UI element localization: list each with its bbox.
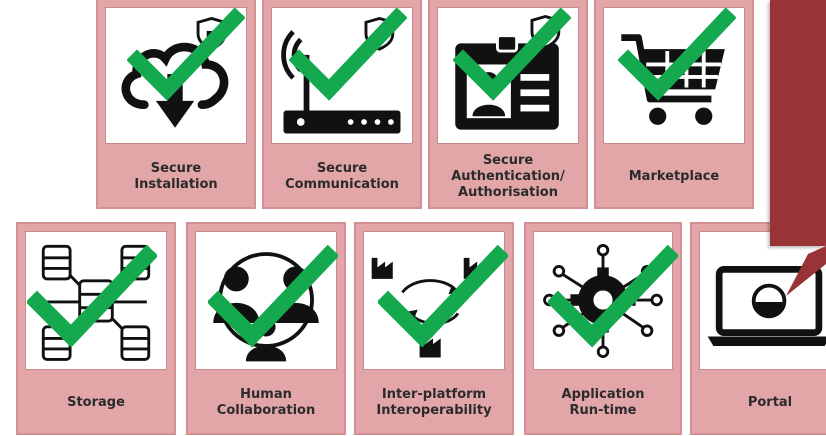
tile-label: Human Collaboration: [216, 387, 316, 418]
icon-box: [363, 231, 505, 370]
tile-secure-authentication: Secure Authentication/ Authorisation: [428, 0, 588, 209]
tile-secure-installation: Secure Installation: [96, 0, 256, 209]
icon-box: [533, 231, 673, 370]
tile-label: Secure Communication: [285, 161, 399, 192]
tile-application-runtime: Application Run-time: [524, 222, 682, 435]
tile-portal: Portal: [690, 222, 826, 435]
tile-marketplace: Marketplace: [594, 0, 754, 209]
shopping-cart-icon: [621, 34, 725, 125]
tile-label: Application Run-time: [561, 387, 645, 418]
icon-box: [105, 7, 247, 144]
tile-human-collaboration: Human Collaboration: [186, 222, 346, 435]
database-network-icon: [41, 244, 151, 361]
tile-label: Marketplace: [628, 169, 720, 184]
factory-exchange-icon: [371, 257, 485, 358]
shield-lock-icon: [530, 15, 561, 49]
icon-box: [437, 7, 579, 144]
icon-box: [271, 7, 413, 144]
tile-inter-platform-interoperability: Inter-platform Interoperability: [354, 222, 514, 435]
icon-box: [699, 231, 826, 370]
tile-label: Storage: [67, 395, 125, 410]
cloud-download-icon: [121, 16, 229, 128]
tile-label: Secure Installation: [134, 161, 218, 192]
laptop-portal-icon: [707, 265, 826, 347]
people-collaboration-icon: [213, 252, 319, 362]
gear-network-icon: [543, 243, 663, 358]
icon-box: [25, 231, 167, 370]
shield-lock-icon: [364, 16, 395, 51]
callout-panel: [770, 0, 826, 246]
tile-secure-communication: Secure Communication: [262, 0, 422, 209]
tile-label: Secure Authentication/ Authorisation: [451, 153, 565, 200]
id-badge-icon: [455, 15, 561, 130]
tile-storage: Storage: [16, 222, 176, 435]
icon-box: [195, 231, 337, 370]
icon-box: [603, 7, 745, 144]
wifi-router-icon: [281, 16, 401, 134]
shield-lock-icon: [196, 16, 227, 51]
tile-label: Inter-platform Interoperability: [376, 387, 492, 418]
tile-label: Portal: [747, 395, 793, 410]
